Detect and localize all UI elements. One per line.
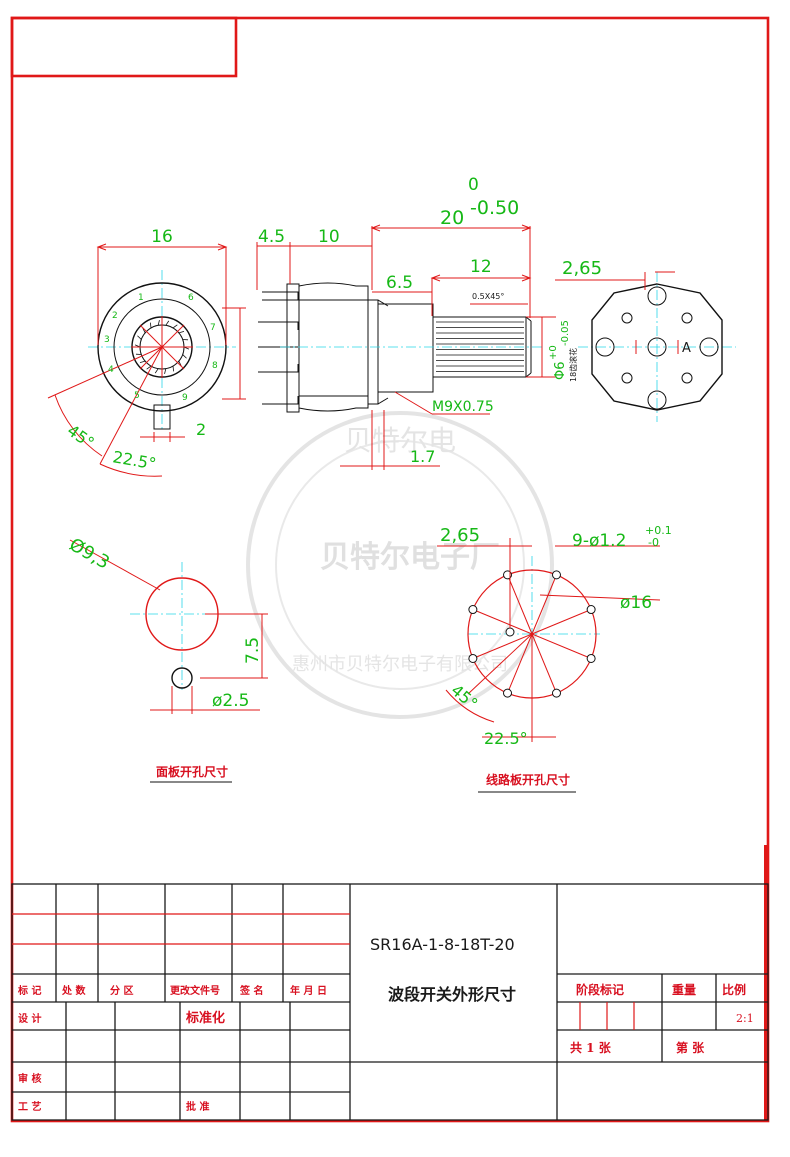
panel-hole-dia: Ø9,3 bbox=[66, 534, 114, 574]
label-scale: 比例 bbox=[722, 982, 746, 997]
pcb-hole-tol-upper: +0.1 bbox=[645, 524, 672, 537]
svg-text:-0.05: -0.05 bbox=[560, 320, 571, 346]
drawing-title: 波段开关外形尺寸 bbox=[388, 985, 516, 1004]
pcb-dim-2-65: 2,65 bbox=[440, 525, 480, 546]
rear-view: 2,65 A bbox=[555, 258, 736, 422]
shaft-dia-label: Φ6 +0 -0.05 18齿滚花 bbox=[548, 320, 578, 382]
svg-text:1: 1 bbox=[138, 293, 144, 303]
side-view: 4.5 10 0 20 -0.50 6.5 12 0.5X45° Φ6 +0 -… bbox=[256, 175, 578, 470]
watermark: 贝特尔电 贝特尔电子厂 惠州市贝特尔电子有限公司 bbox=[246, 411, 554, 719]
watermark-bottom: 惠州市贝特尔电子有限公司 bbox=[292, 654, 508, 675]
sheets-total: 共 1 张 bbox=[570, 1040, 612, 1055]
svg-text:5: 5 bbox=[134, 391, 140, 401]
pcb-circle-dia: ø16 bbox=[620, 593, 652, 613]
side-thread: M9X0.75 bbox=[432, 399, 494, 415]
panel-offset: 7.5 bbox=[243, 637, 263, 664]
pcb-title: 线路板开孔尺寸 bbox=[486, 772, 570, 787]
side-dim-1-7: 1.7 bbox=[410, 447, 435, 466]
svg-text:18齿滚花: 18齿滚花 bbox=[568, 348, 578, 382]
svg-text:2: 2 bbox=[112, 311, 118, 321]
title-block: SR16A-1-8-18T-20 波段开关外形尺寸 标 记 处 数 分 区 更改… bbox=[11, 883, 769, 1121]
svg-text:6: 6 bbox=[188, 293, 194, 303]
front-view: 16 45° 22.5° 2 1 2 3 4 5 6 7 8 9 bbox=[47, 227, 246, 477]
part-number: SR16A-1-8-18T-20 bbox=[370, 935, 515, 954]
label-process: 工 艺 bbox=[18, 1100, 41, 1113]
svg-text:8: 8 bbox=[212, 361, 218, 371]
rear-dim-2-65: 2,65 bbox=[562, 258, 602, 279]
header-mark: 标 记 bbox=[17, 984, 41, 997]
svg-text:7: 7 bbox=[210, 323, 216, 333]
header-zone: 分 区 bbox=[110, 984, 133, 997]
header-date: 年 月 日 bbox=[290, 984, 327, 997]
side-chamfer: 0.5X45° bbox=[472, 292, 504, 301]
scale-value: 2:1 bbox=[736, 1012, 754, 1025]
panel-pin-dia: ø2.5 bbox=[212, 691, 249, 711]
front-angle-22-5: 22.5° bbox=[111, 447, 157, 473]
panel-cutout: Ø9,3 7.5 ø2.5 面板开孔尺寸 bbox=[66, 534, 268, 783]
label-stage-mark: 阶段标记 bbox=[576, 982, 624, 997]
front-key-width: 2 bbox=[196, 420, 206, 439]
pcb-layout: 2,65 9-ø1.2 +0.1 -0 ø16 45° 22.5° 线路板开孔尺… bbox=[437, 524, 672, 793]
label-standardize: 标准化 bbox=[185, 1010, 225, 1026]
side-tol-upper: 0 bbox=[468, 175, 479, 195]
label-review: 审 核 bbox=[18, 1072, 41, 1085]
watermark-top: 贝特尔电 bbox=[344, 424, 456, 457]
header-count: 处 数 bbox=[61, 984, 86, 997]
sheet-frame bbox=[10, 16, 770, 1123]
pcb-holes: 9-ø1.2 bbox=[572, 531, 626, 551]
panel-title: 面板开孔尺寸 bbox=[156, 764, 228, 779]
side-dim-20: 20 bbox=[440, 207, 464, 229]
label-design: 设 计 bbox=[18, 1012, 41, 1025]
side-tol-lower: -0.50 bbox=[470, 197, 519, 219]
header-sign: 签 名 bbox=[239, 984, 263, 997]
front-angle-45: 45° bbox=[64, 421, 98, 453]
sheet-number: 第 张 bbox=[676, 1040, 705, 1055]
svg-text:9: 9 bbox=[182, 393, 188, 403]
side-dim-6-5: 6.5 bbox=[386, 273, 413, 293]
pcb-angle-22-5: 22.5° bbox=[484, 729, 528, 748]
terminal-labels: 1 2 3 4 5 6 7 8 9 bbox=[104, 293, 218, 403]
svg-text:Φ6: Φ6 bbox=[553, 361, 568, 380]
label-approve: 批 准 bbox=[186, 1100, 209, 1113]
side-dim-10: 10 bbox=[318, 227, 340, 247]
svg-text:4: 4 bbox=[108, 365, 114, 375]
label-weight: 重量 bbox=[672, 982, 696, 997]
side-dim-12: 12 bbox=[470, 257, 492, 277]
side-dim-4-5: 4.5 bbox=[258, 227, 285, 247]
svg-text:3: 3 bbox=[104, 335, 110, 345]
rear-label-a: A bbox=[682, 341, 691, 356]
pcb-hole-tol-lower: -0 bbox=[648, 536, 659, 549]
header-change: 更改文件号 bbox=[170, 984, 220, 997]
svg-text:+0: +0 bbox=[548, 345, 559, 360]
front-dim-16: 16 bbox=[151, 227, 173, 247]
